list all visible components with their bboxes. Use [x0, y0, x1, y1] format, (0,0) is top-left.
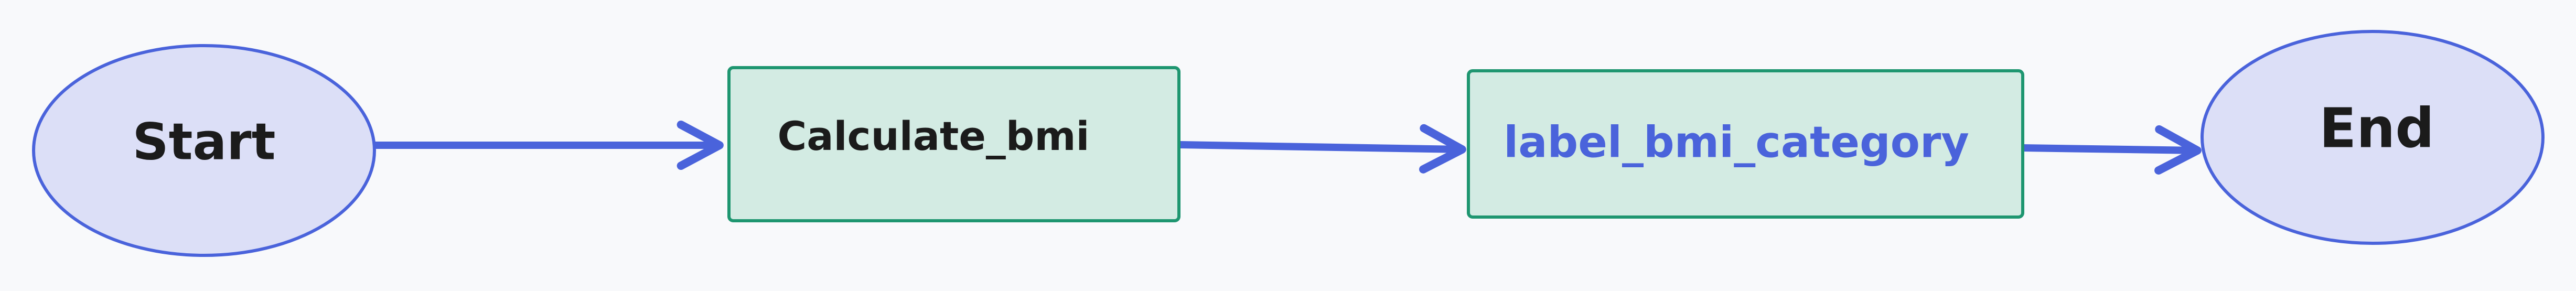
label-bmi-category-box — [1467, 69, 2024, 219]
end-label: End — [2319, 96, 2434, 160]
end-ellipse — [2201, 30, 2545, 245]
node-calculate-bmi[interactable]: Calculate_bmi — [727, 66, 1180, 222]
calculate-bmi-label: Calculate_bmi — [777, 113, 1089, 159]
edge-label-bmi-category-to-end — [2019, 125, 2202, 175]
calculate-bmi-box — [727, 66, 1180, 222]
node-end[interactable]: End — [2201, 30, 2545, 245]
label-bmi-category-label: label_bmi_category — [1504, 117, 1969, 167]
start-label: Start — [132, 112, 275, 171]
edge-calculate-bmi-to-label-bmi-category — [1176, 124, 1466, 174]
start-ellipse — [32, 44, 376, 257]
node-label-bmi-category[interactable]: label_bmi_category — [1467, 69, 2024, 219]
node-start[interactable]: Start — [32, 44, 376, 257]
